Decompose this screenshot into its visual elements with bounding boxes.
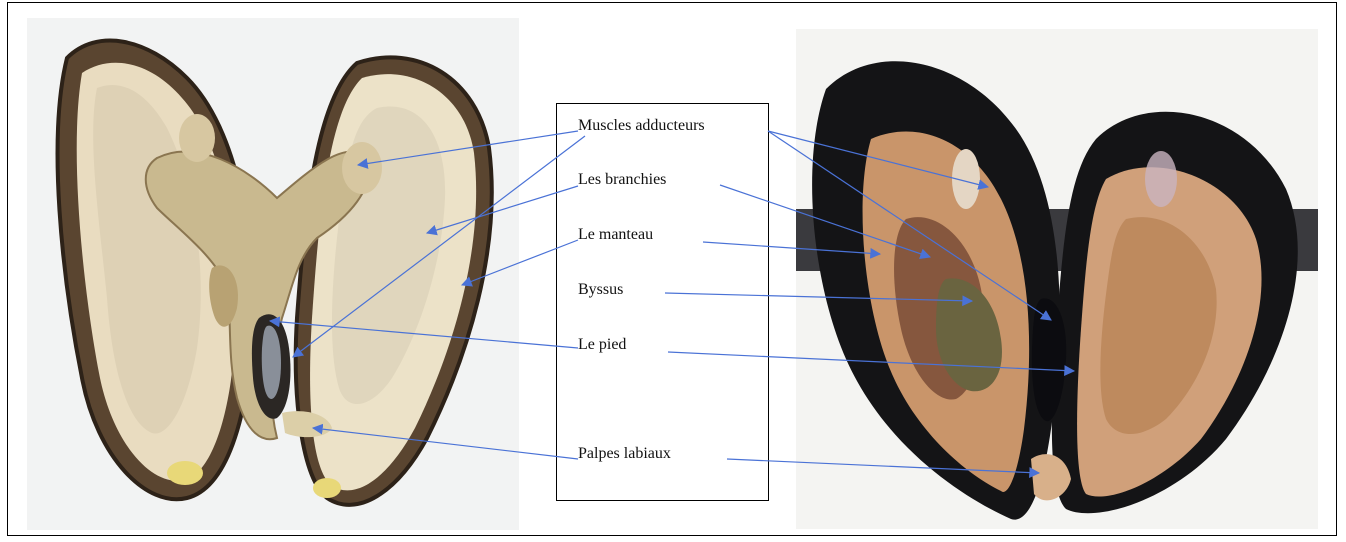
label-palpes-labiaux: Palpes labiaux xyxy=(578,445,671,463)
label-manteau: Le manteau xyxy=(578,226,653,244)
label-muscles-adducteurs: Muscles adducteurs xyxy=(578,117,705,135)
label-branchies: Les branchies xyxy=(578,171,666,189)
right-mussel-photo xyxy=(796,29,1318,529)
label-box xyxy=(556,103,769,501)
label-pied: Le pied xyxy=(578,336,626,354)
label-byssus: Byssus xyxy=(578,281,623,299)
left-mussel-photo xyxy=(27,18,519,530)
